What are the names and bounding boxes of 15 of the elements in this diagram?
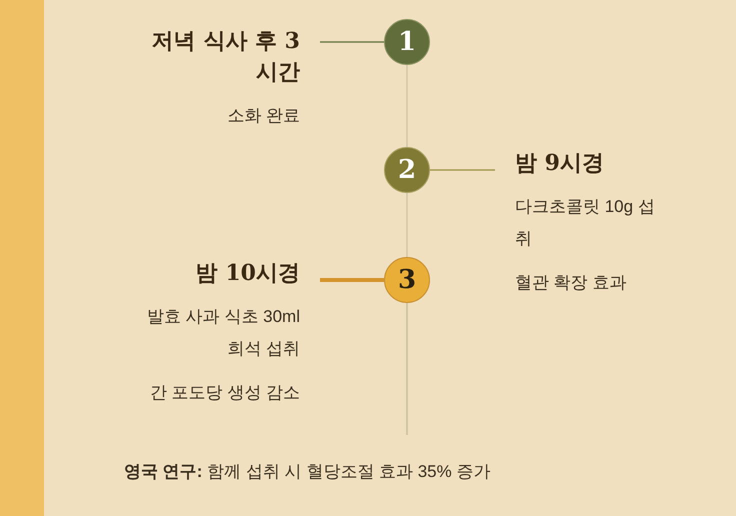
footnote: 영국 연구: 함께 섭취 시 혈당조절 효과 35% 증가 — [124, 461, 490, 483]
step-heading: 밤 9시경 — [515, 149, 605, 178]
step-number-circle: 3 — [384, 257, 430, 303]
step-description: 발효 사과 식초 30ml 희석 섭취 — [146, 306, 300, 360]
step-description: 소화 완료 — [226, 105, 300, 127]
step-heading: 밤 10시경 — [194, 259, 300, 288]
step-description: 다크초콜릿 10g 섭취 — [515, 196, 656, 250]
connector-line — [430, 169, 495, 171]
step-number-circle: 1 — [384, 19, 430, 65]
step-heading: 저녁 식사 후 3 시간 — [150, 27, 300, 87]
step-description: 간 포도당 생성 감소 — [148, 382, 300, 404]
connector-line — [320, 278, 384, 282]
connector-line — [320, 41, 384, 43]
step-description: 혈관 확장 효과 — [515, 272, 628, 294]
step-number-circle: 2 — [384, 147, 430, 193]
